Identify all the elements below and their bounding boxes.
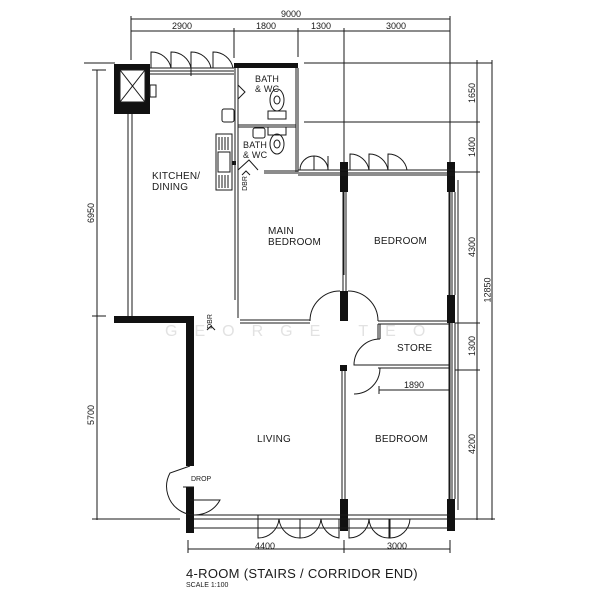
- dim-right-5: 4200: [467, 433, 478, 455]
- dim-store-width: 1890: [404, 380, 425, 390]
- door-tag-dbr-bath: DBR: [241, 176, 249, 191]
- room-label-kitchen: KITCHEN/ DINING: [152, 171, 201, 193]
- plan-title: 4-ROOM (STAIRS / CORRIDOR END): [186, 566, 418, 581]
- room-label-bedroom-2: BEDROOM: [375, 434, 429, 445]
- dim-right-3: 4300: [467, 236, 478, 258]
- room-label-bath-1: BATH & WC: [255, 74, 280, 94]
- store-walls: [353, 324, 449, 395]
- door-tag-dbr-kitchen: DBR: [206, 314, 214, 329]
- dim-left-upper: 6950: [86, 202, 97, 224]
- room-label-bath-2: BATH & WC: [243, 140, 268, 160]
- dim-top-1: 2900: [172, 21, 193, 31]
- door-tag-drop: DROP: [191, 476, 212, 483]
- kitchen-sink-icon: [215, 133, 233, 191]
- dim-right-4: 1300: [467, 335, 478, 357]
- dim-top-4: 3000: [386, 21, 407, 31]
- plan-scale: SCALE 1:100: [186, 582, 229, 589]
- dim-left-lower: 5700: [86, 404, 97, 426]
- dim-top-total: 9000: [281, 9, 302, 19]
- dim-top-2: 1800: [256, 21, 277, 31]
- dim-right-total: 12850: [482, 277, 493, 303]
- room-label-main-bedroom: MAIN BEDROOM: [268, 226, 322, 248]
- dim-right-1: 1650: [467, 82, 478, 104]
- room-label-bedroom-1: BEDROOM: [374, 236, 428, 247]
- room-label-store: STORE: [397, 343, 433, 354]
- toilet-icon: [267, 88, 287, 155]
- walls: [114, 63, 455, 533]
- kitchen-window: [150, 51, 234, 76]
- room-label-living: LIVING: [257, 434, 291, 445]
- dim-top-3: 1300: [311, 21, 332, 31]
- right-window: [448, 180, 459, 510]
- bottom-window: [194, 514, 450, 539]
- bottom-dimension-lines: [155, 518, 475, 553]
- dim-bottom-1: 4400: [255, 541, 276, 551]
- dim-bottom-2: 3000: [387, 541, 408, 551]
- lift-icon: [119, 69, 146, 103]
- watermark: GEORGE TEO: [165, 323, 443, 340]
- drop-door-icon: [166, 465, 221, 516]
- dim-right-2: 1400: [467, 136, 478, 158]
- top-dimension-lines: [130, 16, 495, 520]
